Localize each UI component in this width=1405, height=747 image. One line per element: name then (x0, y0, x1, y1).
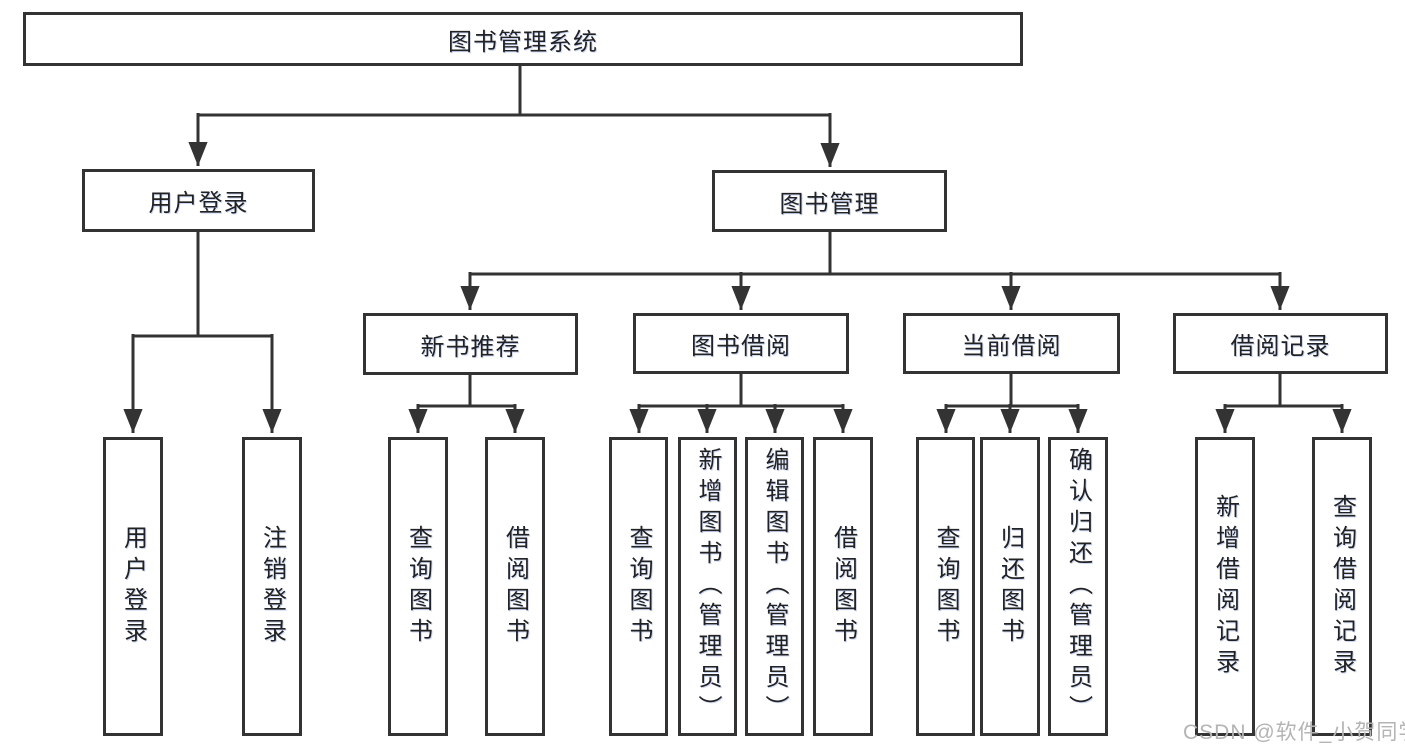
leaf-borrow-add-book-admin: 新增图书（管理员） (678, 437, 737, 736)
leaf-current-query-book-label: 查询图书 (932, 524, 959, 649)
leaf-records-query-record: 查询借阅记录 (1312, 437, 1372, 736)
leaf-records-add-record-label: 新增借阅记录 (1211, 493, 1239, 680)
leaf-current-return-book: 归还图书 (980, 437, 1040, 736)
node-new-book-recommend: 新书推荐 (363, 313, 578, 375)
leaf-records-add-record: 新增借阅记录 (1195, 437, 1255, 736)
node-user-login-label: 用户登录 (148, 190, 249, 217)
node-book-borrow: 图书借阅 (633, 313, 849, 374)
leaf-current-query-book: 查询图书 (916, 437, 975, 736)
leaf-user-login-label: 用户登录 (119, 524, 147, 649)
leaf-borrow-add-book-admin-label: 新增图书（管理员） (694, 447, 721, 726)
leaf-recommend-query-book-label: 查询图书 (404, 524, 432, 649)
leaf-recommend-query-book: 查询图书 (388, 437, 448, 736)
leaf-borrow-edit-book-admin-label: 编辑图书（管理员） (761, 447, 788, 726)
leaf-logout: 注销登录 (242, 437, 302, 736)
leaf-current-return-book-label: 归还图书 (996, 524, 1024, 649)
node-library-system-label: 图书管理系统 (448, 28, 598, 56)
leaf-records-query-record-label: 查询借阅记录 (1328, 493, 1356, 680)
leaf-borrow-query-book: 查询图书 (609, 437, 668, 736)
watermark: CSDN @软件_小贺同学 (1183, 721, 1405, 744)
leaf-current-confirm-return-admin-label: 确认归还（管理员） (1064, 447, 1092, 726)
leaf-borrow-edit-book-admin: 编辑图书（管理员） (745, 437, 804, 736)
node-user-login: 用户登录 (82, 169, 315, 232)
node-book-management: 图书管理 (712, 170, 947, 232)
leaf-borrow-borrow-book: 借阅图书 (813, 437, 873, 736)
node-new-book-recommend-label: 新书推荐 (420, 333, 521, 361)
leaf-borrow-query-book-label: 查询图书 (625, 524, 652, 649)
node-book-borrow-label: 图书借阅 (691, 333, 791, 360)
node-book-management-label: 图书管理 (779, 190, 880, 218)
leaf-recommend-borrow-book: 借阅图书 (485, 437, 545, 736)
leaf-user-login: 用户登录 (103, 437, 163, 736)
node-current-borrow-label: 当前借阅 (961, 333, 1062, 360)
leaf-recommend-borrow-book-label: 借阅图书 (501, 524, 529, 649)
node-borrow-records: 借阅记录 (1173, 313, 1388, 374)
node-current-borrow: 当前借阅 (903, 313, 1120, 374)
node-library-system: 图书管理系统 (23, 12, 1023, 66)
node-borrow-records-label: 借阅记录 (1230, 333, 1331, 360)
leaf-logout-label: 注销登录 (258, 524, 286, 649)
leaf-borrow-borrow-book-label: 借阅图书 (829, 524, 857, 649)
leaf-current-confirm-return-admin: 确认归还（管理员） (1048, 437, 1108, 736)
